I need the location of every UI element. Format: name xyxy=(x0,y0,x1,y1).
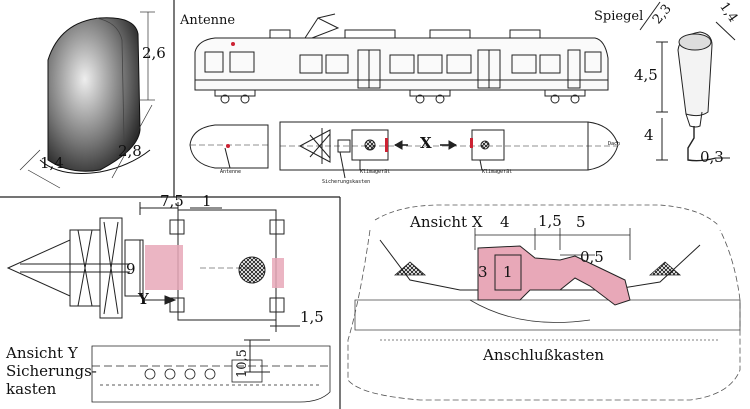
dim-conn-height: 3 xyxy=(478,263,488,281)
fuse-highlight-left xyxy=(145,245,183,290)
dim-mirror-arm: 4 xyxy=(644,126,654,144)
view-y-subtitle-1: Sicherungs- xyxy=(6,362,97,380)
dim-fuse-offset: 7,5 xyxy=(160,192,184,210)
view-x-marker: X xyxy=(420,134,432,152)
dim-conn-seg2: 1,5 xyxy=(538,212,562,230)
antenna-3d-drawing xyxy=(19,11,155,189)
klima-marker-1 xyxy=(385,138,388,152)
small-label-dach: Dach xyxy=(608,141,621,147)
top-antenna-marker xyxy=(226,144,230,148)
mirror-title: Spiegel xyxy=(594,9,644,24)
small-label-sicherungskasten: Sicherungskasten xyxy=(322,179,371,185)
dim-fuse-gap: 1 xyxy=(202,192,212,210)
small-label-klimageraet-1: Klimagerät xyxy=(360,169,391,175)
connection-box-drawing xyxy=(347,204,741,401)
dim-fuse-height: 9 xyxy=(126,260,136,278)
dim-antenna-height: 2,6 xyxy=(142,44,166,62)
fuse-highlight-right xyxy=(272,258,284,288)
dim-antenna-length: 2,8 xyxy=(118,142,142,160)
view-y-subtitle-2: kasten xyxy=(6,380,57,398)
antenna-title: Antenne xyxy=(180,13,236,28)
mirror-drawing xyxy=(639,1,736,162)
view-x-title: Ansicht X xyxy=(410,213,483,231)
tram-side-view xyxy=(194,13,609,104)
view-y-title: Ansicht Y xyxy=(6,344,78,362)
tram-top-view xyxy=(189,121,619,179)
view-y-marker: Y xyxy=(138,290,149,308)
dim-mirror-height: 4,5 xyxy=(634,66,658,84)
klima-marker-2 xyxy=(470,138,473,148)
connection-box-title: Anschlußkasten xyxy=(483,346,605,364)
dim-conn-diam: 0,5 xyxy=(580,248,604,266)
panel-dividers xyxy=(0,0,341,409)
dim-conn-seg1: 4 xyxy=(500,213,510,231)
dim-fuse-bottom: 1,5 xyxy=(300,308,324,326)
dim-fuse-side-height: 10,5 xyxy=(235,349,250,378)
dim-conn-inner: 1 xyxy=(503,263,513,281)
dim-mirror-rod: 0,3 xyxy=(700,148,724,166)
tram-antenna-marker xyxy=(231,42,235,46)
small-label-klimageraet-2: Klimagerät xyxy=(482,169,513,175)
fuse-box-top-view xyxy=(6,202,300,332)
small-label-antenne: Antenne xyxy=(220,169,242,175)
dim-antenna-width: 1,4 xyxy=(40,154,64,172)
dim-conn-seg3: 5 xyxy=(576,213,586,231)
connection-inner-box xyxy=(494,254,522,291)
fuse-box-side-view xyxy=(91,339,331,403)
